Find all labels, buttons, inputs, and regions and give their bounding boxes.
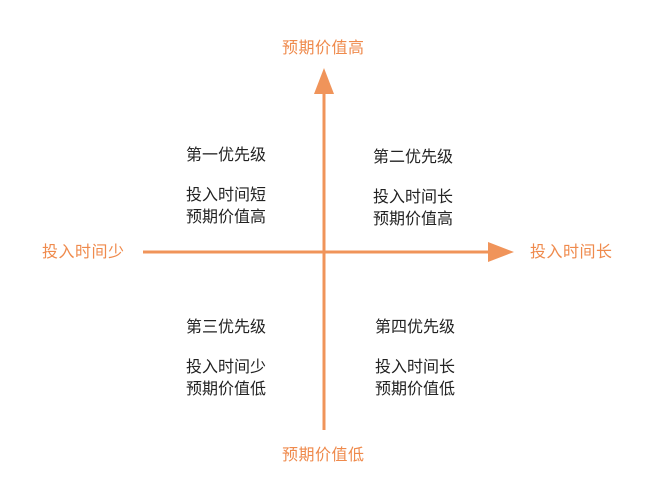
quadrant-time: 投入时间少 [186,357,267,376]
quadrant-value: 预期价值低 [186,379,267,398]
quadrant-title: 第三优先级 [186,317,267,336]
quadrant-third-priority: 第三优先级 投入时间少 预期价值低 [186,316,266,400]
quadrant-title: 第二优先级 [373,147,454,166]
axis-label-left: 投入时间少 [42,242,125,261]
quadrant-title: 第一优先级 [186,145,267,164]
quadrant-value: 预期价值高 [373,209,454,228]
quadrant-value: 预期价值低 [375,379,456,398]
quadrant-first-priority: 第一优先级 投入时间短 预期价值高 [186,144,266,228]
axis-label-top: 预期价值高 [282,38,365,57]
quadrant-title: 第四优先级 [375,317,456,336]
axis-label-bottom: 预期价值低 [282,445,365,464]
quadrant-time: 投入时间长 [373,187,454,206]
up-arrow-icon [314,68,334,94]
quadrant-time: 投入时间短 [186,185,267,204]
quadrant-time: 投入时间长 [375,357,456,376]
quadrant-value: 预期价值高 [186,207,267,226]
right-arrow-icon [488,242,514,262]
quadrant-second-priority: 第二优先级 投入时间长 预期价值高 [373,146,453,230]
quadrant-fourth-priority: 第四优先级 投入时间长 预期价值低 [375,316,455,400]
axis-label-right: 投入时间长 [530,242,613,261]
